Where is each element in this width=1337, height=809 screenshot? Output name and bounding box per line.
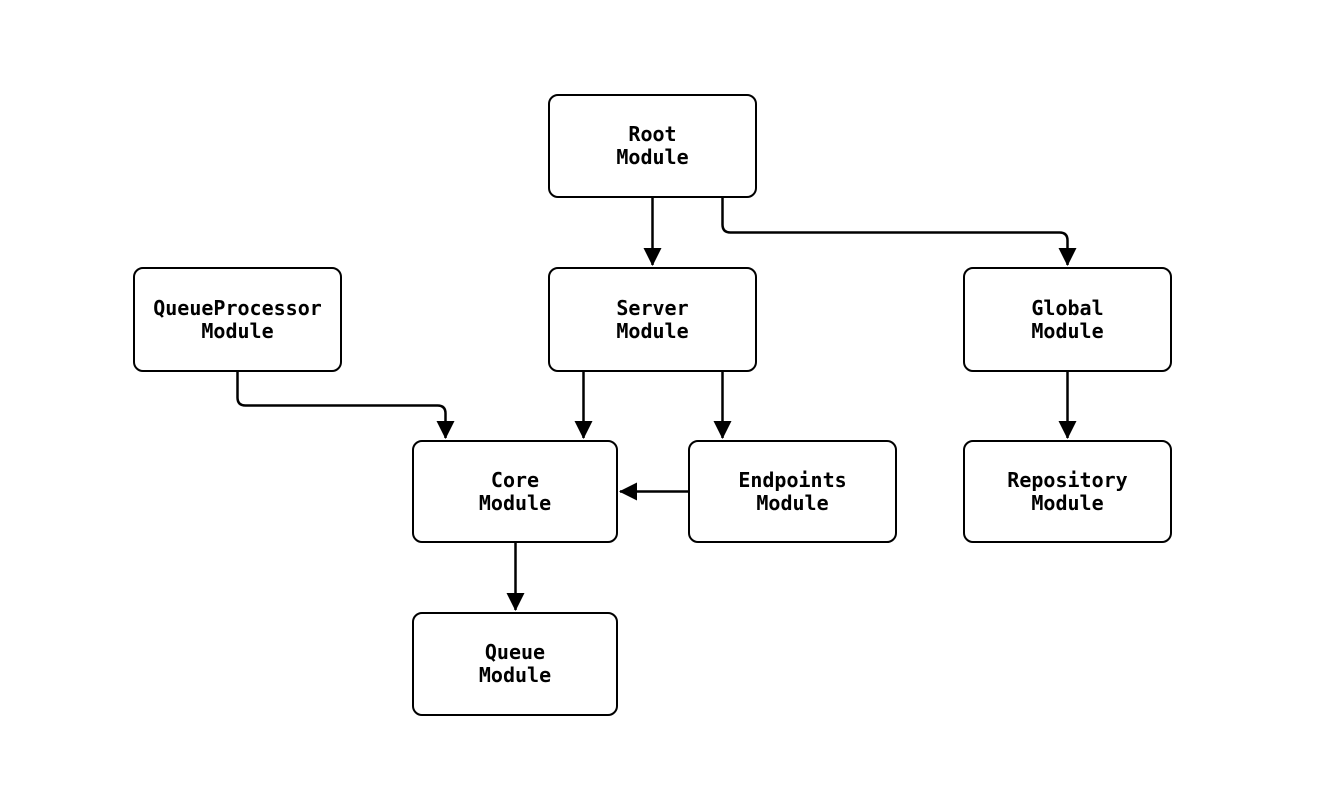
node-repository-module-label: Repository Module bbox=[1007, 467, 1128, 515]
node-endpoints-module-label: Endpoints Module bbox=[738, 467, 847, 515]
node-core-module-label: Core Module bbox=[478, 467, 552, 515]
edge-root-to-global bbox=[721, 198, 1077, 266]
node-queue-module: Queue Module bbox=[412, 612, 618, 716]
edge-queueprocessor-to-core bbox=[236, 372, 455, 439]
node-core-module: Core Module bbox=[412, 440, 618, 543]
node-server-module: Server Module bbox=[548, 267, 757, 372]
node-queueprocessor-module-label: QueueProcessor Module bbox=[153, 295, 322, 343]
node-queueprocessor-module: QueueProcessor Module bbox=[133, 267, 342, 372]
node-root-module: Root Module bbox=[548, 94, 757, 198]
node-global-module: Global Module bbox=[963, 267, 1172, 372]
node-global-module-label: Global Module bbox=[1031, 295, 1104, 343]
node-root-module-label: Root Module bbox=[616, 122, 689, 169]
node-server-module-label: Server Module bbox=[616, 295, 689, 343]
node-endpoints-module: Endpoints Module bbox=[688, 440, 897, 543]
node-repository-module: Repository Module bbox=[963, 440, 1172, 543]
node-queue-module-label: Queue Module bbox=[478, 640, 552, 687]
